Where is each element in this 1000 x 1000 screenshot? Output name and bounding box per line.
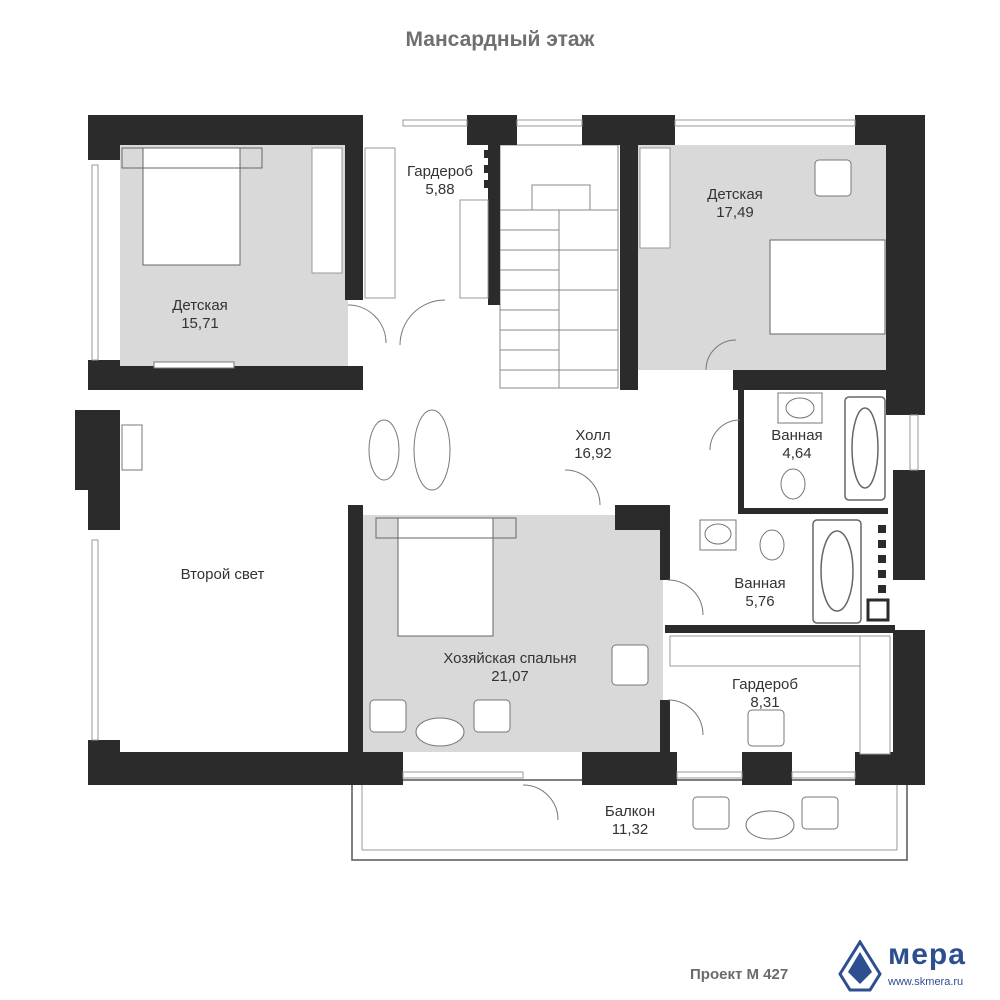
beds [121,147,886,637]
fixtures [699,392,823,561]
brand-url[interactable]: www.skmera.ru [888,976,964,988]
furniture [121,159,852,840]
room-label-bathroom-large: Ванная 5,76 [715,575,805,611]
shelving [311,147,891,755]
room-name: Детская [172,297,228,314]
room-label-second-light: Второй свет [150,566,295,584]
room-name: Ванная [771,427,823,444]
room-area: 15,71 [181,315,219,332]
room-area: 5,76 [745,593,775,610]
bathtubs [812,396,886,624]
room-name: Ванная [734,575,786,592]
room-area: 5,88 [425,181,455,198]
windows [91,119,919,779]
room-area: 11,32 [611,821,649,838]
room-label-wardrobe-right: Гардероб 8,31 [715,676,815,712]
room-label-master-bedroom: Хозяйская спальня 21,07 [410,650,610,686]
room-name: Гардероб [732,676,798,693]
room-area: 17,49 [716,204,754,221]
room-name: Гардероб [407,163,473,180]
room-name: Второй свет [180,566,265,583]
room-area: 4,64 [782,445,812,462]
doors [347,299,741,821]
brand-name: мера [888,938,966,971]
walls [75,115,925,785]
project-number: Проект М 427 [690,966,789,983]
room-area: 21,07 [491,668,529,685]
room-name: Хозяйская спальня [443,650,577,667]
plan-title: Мансардный этаж [405,28,595,51]
room-name: Балкон [604,803,656,820]
room-name: Холл [575,427,611,444]
room-label-balcony: Балкон 11,32 [580,803,680,839]
room-label-children-left: Детская 15,71 [145,297,255,333]
room-label-hall: Холл 16,92 [543,427,643,463]
room-label-children-right: Детская 17,49 [680,186,790,222]
room-area: 8,31 [750,694,780,711]
staircase [499,144,619,389]
vent-squares [484,150,890,622]
room-name: Детская [707,186,763,203]
room-area: 16,92 [574,445,612,462]
brand-logo-icon [838,940,882,992]
room-label-wardrobe-top: Гардероб 5,88 [390,163,490,199]
room-label-bathroom-small: Ванная 4,64 [752,427,842,463]
